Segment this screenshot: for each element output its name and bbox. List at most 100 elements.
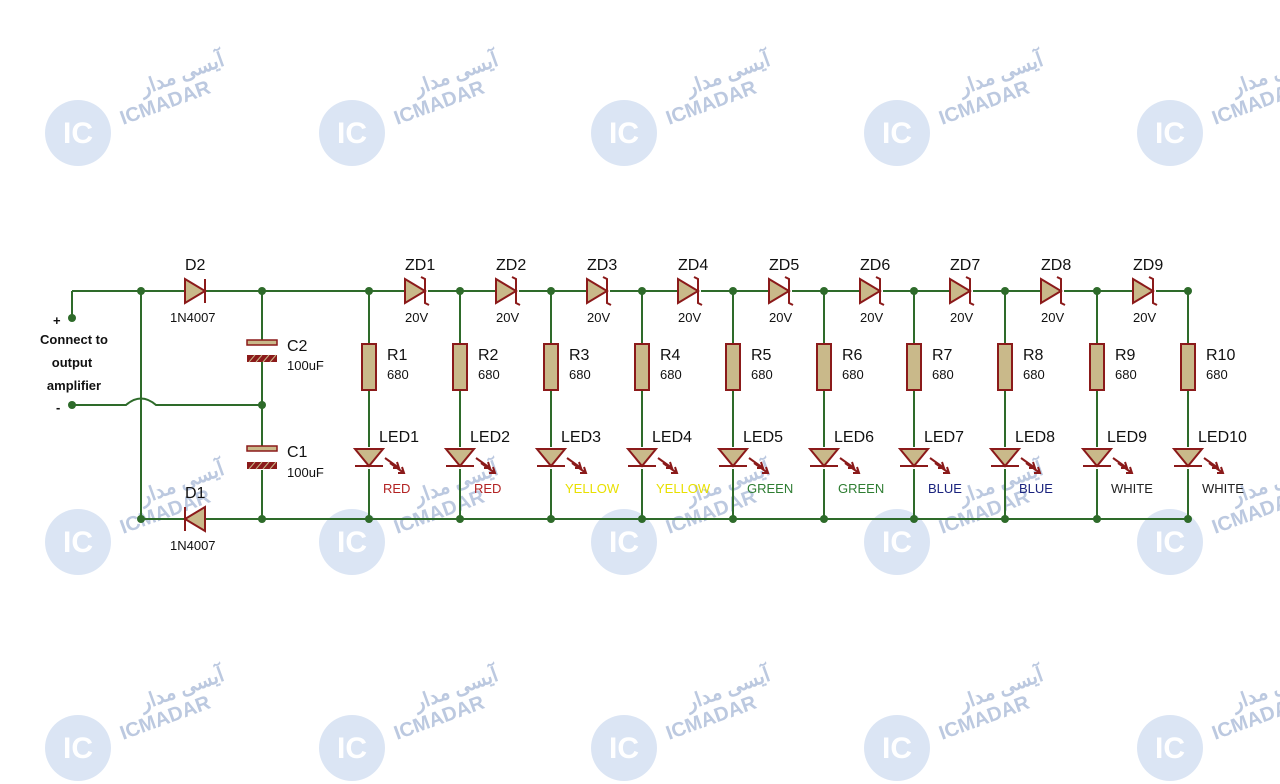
d1-value: 1N4007 (170, 538, 216, 553)
junction-dot (1001, 287, 1009, 295)
zener-diode (404, 276, 430, 306)
watermark-logo-letters: IC (63, 732, 93, 765)
resistor-body (1180, 343, 1196, 391)
watermark-logo-circle (1137, 509, 1203, 575)
zener-ref: ZD5 (769, 257, 799, 274)
led-symbol (443, 448, 477, 468)
led-ref: LED9 (1107, 429, 1147, 446)
led-ref: LED4 (652, 429, 692, 446)
junction-dot (1184, 287, 1192, 295)
zener-diode (495, 276, 521, 306)
zener-value: 20V (405, 310, 428, 325)
resistor-ref: R2 (478, 347, 499, 364)
zener-ref: ZD1 (405, 257, 435, 274)
watermark-logo-circle (45, 509, 111, 575)
led-color-label: RED (474, 481, 501, 496)
junction-dot (456, 515, 464, 523)
junction-dot (638, 515, 646, 523)
resistor-ref: R3 (569, 347, 590, 364)
junction-dot (258, 287, 266, 295)
led-emission-arrows (929, 457, 951, 474)
resistor-body (997, 343, 1013, 391)
watermark-logo-circle (319, 509, 385, 575)
watermark-logo-circle (591, 715, 657, 781)
watermark-logo-circle (45, 100, 111, 166)
resistor-value: 680 (478, 367, 500, 382)
junction-dot (910, 515, 918, 523)
led-color-label: YELLOW (656, 481, 711, 496)
zener-ref: ZD2 (496, 257, 526, 274)
diode-d2 (184, 277, 207, 305)
junction-dot (729, 515, 737, 523)
zener-diode (859, 276, 885, 306)
junction-dot (910, 287, 918, 295)
junction-dot (1093, 515, 1101, 523)
led-emission-arrows (1203, 457, 1225, 474)
led-emission-arrows (657, 457, 679, 474)
zener-value: 20V (587, 310, 610, 325)
led-color-label: GREEN (747, 481, 793, 496)
zener-value: 20V (1041, 310, 1064, 325)
resistor-ref: R1 (387, 347, 408, 364)
resistor-value: 680 (569, 367, 591, 382)
watermark-logo-circle (45, 715, 111, 781)
watermark-logo-letters: IC (609, 117, 639, 150)
zener-ref: ZD3 (587, 257, 617, 274)
led-ref: LED3 (561, 429, 601, 446)
resistor-value: 680 (1206, 367, 1228, 382)
led-emission-arrows (566, 457, 588, 474)
zener-value: 20V (678, 310, 701, 325)
led-color-label: GREEN (838, 481, 884, 496)
watermark-logo-circle (319, 715, 385, 781)
resistor-value: 680 (932, 367, 954, 382)
resistor-value: 680 (1115, 367, 1137, 382)
junction-dot (547, 515, 555, 523)
resistor-value: 680 (842, 367, 864, 382)
resistor-body (816, 343, 832, 391)
minus-terminal (68, 401, 76, 409)
c1-ref: C1 (287, 444, 308, 461)
led-emission-arrows (475, 457, 497, 474)
resistor-body (725, 343, 741, 391)
junction-dot (1184, 515, 1192, 523)
c2-ref: C2 (287, 338, 308, 355)
zener-diode (1132, 276, 1158, 306)
junction-dot (820, 515, 828, 523)
led-emission-arrows (1020, 457, 1042, 474)
led-ref: LED8 (1015, 429, 1055, 446)
watermark-logo-circle (1137, 100, 1203, 166)
led-emission-arrows (384, 457, 406, 474)
watermark-logo-circle (319, 100, 385, 166)
zener-value: 20V (1133, 310, 1156, 325)
led-emission-arrows (839, 457, 861, 474)
watermark-logo-circle (1137, 715, 1203, 781)
resistor-body (543, 343, 559, 391)
input-label-line1: Connect to (40, 332, 108, 347)
led-ref: LED10 (1198, 429, 1247, 446)
zener-ref: ZD9 (1133, 257, 1163, 274)
resistor-ref: R5 (751, 347, 772, 364)
c1-value: 100uF (287, 465, 324, 480)
resistor-ref: R8 (1023, 347, 1044, 364)
junction-dot (456, 287, 464, 295)
led-stages: R1680LED1REDZD120VR2680LED2REDZD220VR368… (352, 257, 1247, 523)
c2-value: 100uF (287, 358, 324, 373)
watermark-logo-letters: IC (609, 526, 639, 559)
zener-ref: ZD7 (950, 257, 980, 274)
resistor-value: 680 (660, 367, 682, 382)
